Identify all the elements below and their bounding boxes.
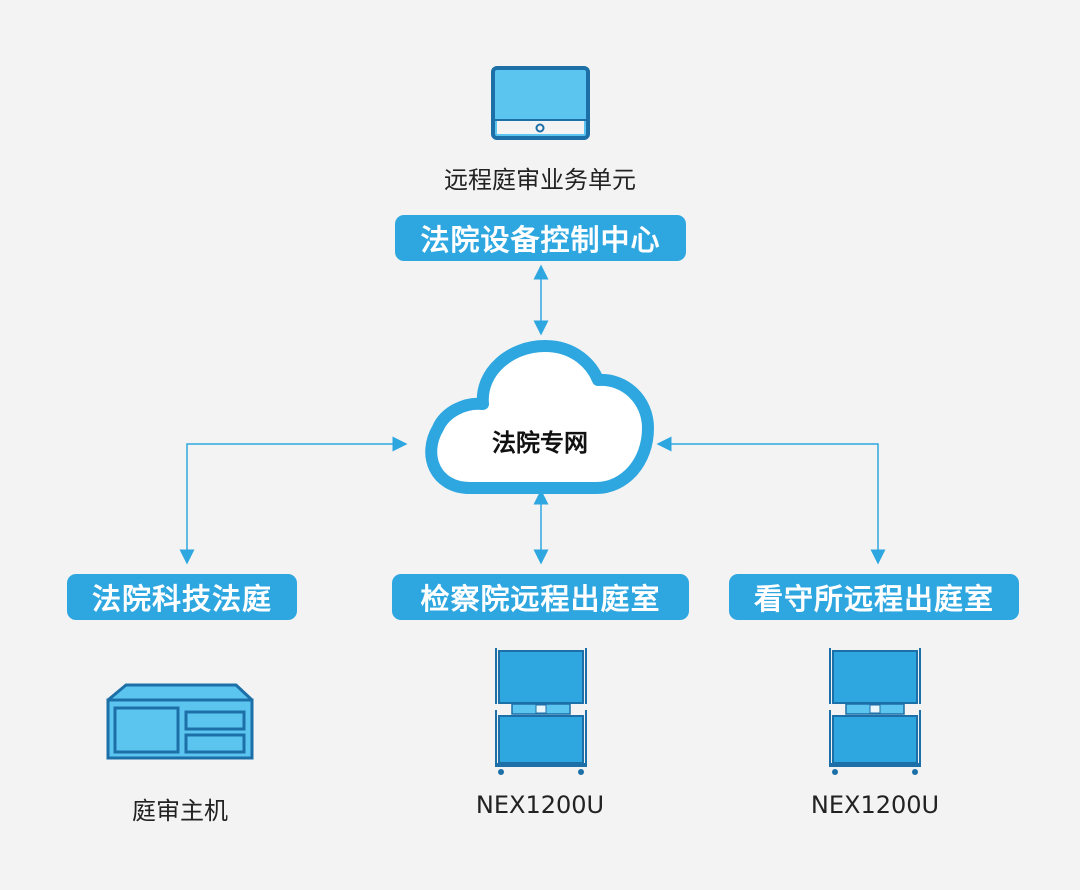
host-label: 庭审主机 <box>132 797 228 825</box>
device-label-1: NEX1200U <box>475 791 605 819</box>
arrow-network-to-court-tech <box>179 436 408 565</box>
detention-room-box: 看守所远程出庭室 <box>729 574 1019 620</box>
control-center-box: 法院设备控制中心 <box>395 215 686 261</box>
network-label: 法院专网 <box>492 429 588 457</box>
procuratorate-room-box: 检察院远程出庭室 <box>392 574 689 620</box>
court-tech-box: 法院科技法庭 <box>67 574 297 620</box>
device-label-2: NEX1200U <box>810 791 940 819</box>
arrow-network-to-detention <box>656 436 886 565</box>
terminal-label: 远程庭审业务单元 <box>444 166 636 194</box>
